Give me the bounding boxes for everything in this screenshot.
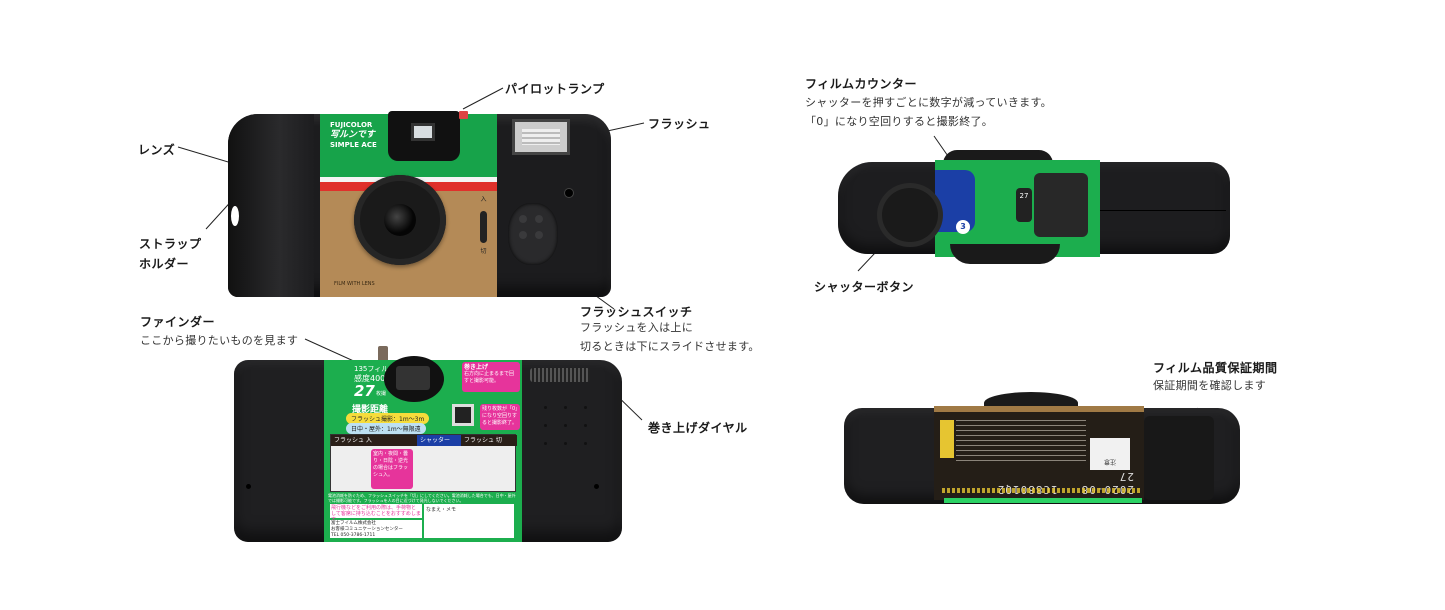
speaker-hole xyxy=(544,442,547,445)
film-counter-desc-2: 「0」になり空回りすると撮影終了。 xyxy=(805,115,994,128)
brand-text: FUJICOLOR xyxy=(330,121,373,129)
shutter-button xyxy=(882,188,938,242)
step2-desc: 室内・夜間・曇り・日陰・逆光の場合はフラッシュ入。 xyxy=(371,449,413,489)
back-camera-image: 135フィルム 感度400 27 枚撮 撮影距離 フラッシュ撮影：1m〜3m 日… xyxy=(234,346,622,546)
label-film-counter: フィルムカウンター xyxy=(805,77,918,91)
pilot-lamp xyxy=(459,111,468,119)
speaker-hole xyxy=(564,406,567,409)
battery-warning: 電池消耗を防ぐため、フラッシュスイッチを「切」にしてください。電池消耗した場合で… xyxy=(328,493,516,503)
switch-dot xyxy=(535,215,543,223)
indicator-on: 入 xyxy=(480,196,487,203)
film-counter-desc-1: シャッターを押すごとに数字が減っていきます。 xyxy=(805,96,1052,109)
bottom-view-camera-image: 注意 2020-08 1C8801Q2 27 xyxy=(844,392,1240,510)
winding-dial xyxy=(530,368,590,382)
steps-panel: フラッシュ 入 シャッター フラッシュ 切 室内・夜間・曇り・日陰・逆光の場合は… xyxy=(330,434,517,492)
switch-dot xyxy=(535,231,543,239)
speaker-hole xyxy=(544,424,547,427)
screw xyxy=(594,484,599,489)
switch-dot xyxy=(519,215,527,223)
viewfinder-window xyxy=(411,123,435,141)
fine-print xyxy=(956,420,1086,464)
label-expiry: フィルム品質保証期間 xyxy=(1153,361,1278,375)
body-seam xyxy=(1100,210,1226,211)
flash-switch-desc-1: フラッシュを入は上に xyxy=(580,321,693,334)
label-lens: レンズ xyxy=(138,143,176,157)
label-flash: フラッシュ xyxy=(648,117,711,131)
step4-title: フラッシュ 切 xyxy=(461,435,517,446)
yellow-text-line xyxy=(942,488,1142,493)
speaker-hole xyxy=(584,442,587,445)
speaker-hole xyxy=(564,424,567,427)
counter-note: 残り枚数が「0」になり空回りすると撮影終了。 xyxy=(480,404,520,430)
distance-title: 撮影距離 xyxy=(352,405,389,415)
screw xyxy=(246,484,251,489)
bottom-bump xyxy=(950,244,1060,264)
memo-box: なまえ・メモ xyxy=(424,504,514,538)
brand-print: FUJICOLOR 写ルンです SIMPLE ACE xyxy=(330,120,377,150)
finder-glass xyxy=(396,366,430,390)
iso: 感度400 xyxy=(354,374,386,383)
label-pilot-lamp: パイロットランプ xyxy=(505,82,605,96)
camera-grip xyxy=(228,114,314,297)
phone: TEL 050-3786-1711 xyxy=(331,533,376,538)
green-edge xyxy=(944,498,1142,503)
strap-holder xyxy=(231,206,239,226)
leader-pilot-lamp xyxy=(462,87,504,110)
pilot-lamp-stub xyxy=(378,346,388,362)
speaker-hole xyxy=(544,406,547,409)
carry-on-note: 飛行機などをご利用の際は、手荷物として客席に持ち込むことをおすすめします。 xyxy=(330,504,422,523)
label-winding-dial: 巻き上げダイヤル xyxy=(648,421,748,435)
step2-title: フラッシュ 入 xyxy=(331,435,417,446)
company-name: 富士フイルム株式会社 xyxy=(331,521,376,526)
caution-text: 注意 xyxy=(1104,458,1117,465)
top-view-camera-image: 3 27 FUJICOLOR 写ルンです xyxy=(838,148,1230,266)
model-text: SIMPLE ACE xyxy=(330,141,377,149)
indicator-bar xyxy=(480,211,487,243)
daylight-range: 日中・屋外：1m〜無限遠 xyxy=(346,423,426,434)
film-counter: 27 xyxy=(1016,188,1032,222)
flash-range: フラッシュ撮影：1m〜3m xyxy=(346,413,430,424)
speaker-hole xyxy=(584,406,587,409)
expiry-desc: 保証期間を確認します xyxy=(1153,379,1266,392)
step1-box: 巻き上げ 右方向に止まるまで回すと撮影可能。 xyxy=(462,362,520,392)
label-strap-holder-1: ストラップ xyxy=(139,237,202,251)
label-shutter-button: シャッターボタン xyxy=(814,280,915,294)
finder-desc: ここから撮りたいものを見ます xyxy=(140,334,299,347)
flash-reflector xyxy=(522,129,560,145)
indicator-off: 切 xyxy=(480,248,487,255)
step-number: 3 xyxy=(956,220,970,234)
speaker-hole xyxy=(564,442,567,445)
speaker-hole xyxy=(584,424,587,427)
flash-switch xyxy=(508,203,558,265)
step3-title: シャッター xyxy=(417,435,461,446)
label-finder: ファインダー xyxy=(140,315,216,329)
yellow-caution-box xyxy=(940,420,954,458)
flash-notice-panel xyxy=(1034,173,1088,237)
company-box: 富士フイルム株式会社 お客様コミュニケーションセンター TEL 050-3786… xyxy=(330,520,422,538)
gold-band xyxy=(934,406,1144,414)
flash-indicator-off: 切 xyxy=(479,247,488,307)
warning-box: 注意 xyxy=(1090,438,1130,470)
flash-indicator: 入 xyxy=(479,195,488,255)
film-type: 135フィルム xyxy=(354,365,396,373)
light-sensor xyxy=(565,189,573,197)
film-with-lens-text: FILM WITH LENS xyxy=(334,281,375,287)
counter-window xyxy=(452,404,474,426)
label-flash-switch: フラッシュスイッチ xyxy=(580,305,693,319)
product-script: 写ルンです xyxy=(330,130,375,140)
label-strap-holder-2: ホルダー xyxy=(139,257,190,271)
step1-title: 巻き上げ xyxy=(464,364,489,371)
exposures-unit: 枚撮 xyxy=(376,391,387,397)
step1-desc: 右方向に止まるまで回すと撮影可能。 xyxy=(464,371,515,384)
front-camera-image: FUJICOLOR 写ルンです SIMPLE ACE 入 切 FILM WITH… xyxy=(228,111,611,299)
contact-label: お客様コミュニケーションセンター xyxy=(331,527,403,532)
right-panel xyxy=(1144,416,1214,500)
exposures: 27 xyxy=(354,382,375,400)
switch-dot xyxy=(519,231,527,239)
lens xyxy=(384,204,416,236)
flash-switch-desc-2: 切るときは下にスライドさせます。 xyxy=(580,340,760,353)
